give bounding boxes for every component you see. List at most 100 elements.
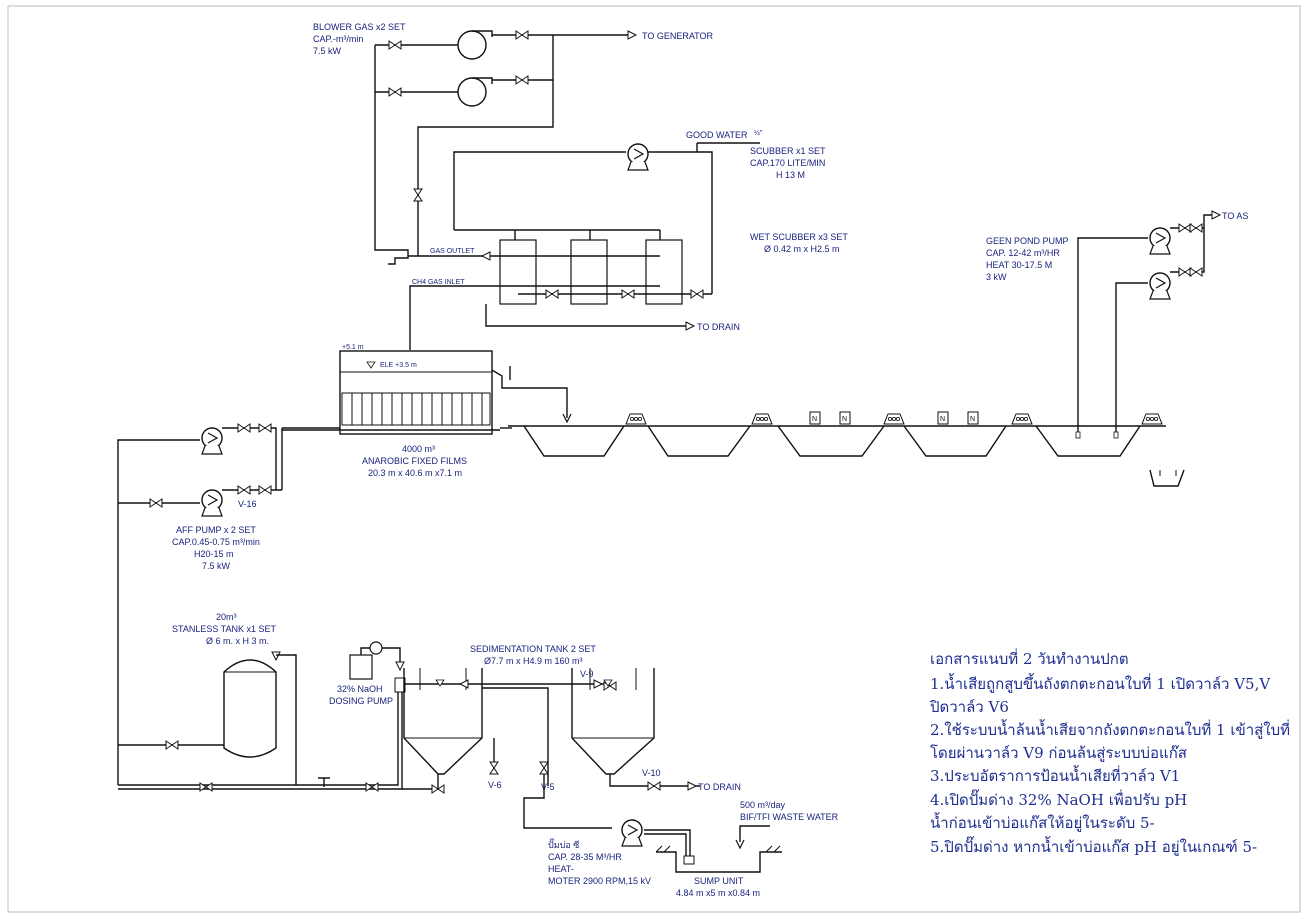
- valve-v10[interactable]: [647, 781, 661, 791]
- pond-mixer-2: N: [839, 411, 851, 425]
- notes-line-6: 4.เปิดปั๊มด่าง 32% NaOH เพื่อปรับ pH: [930, 789, 1187, 809]
- notes-line-7: น้ำก่อนเข้าบ่อแก๊สให้อยู่ในระดับ 5-: [930, 812, 1155, 832]
- green-pond-section: GEEN POND PUMP CAP. 12-42 m³/HR HEAT 30-…: [986, 210, 1248, 439]
- green-pond-valve-1a[interactable]: [1178, 223, 1192, 233]
- aff-pump-label-4: 7.5 kW: [202, 561, 231, 571]
- green-pond-label-2: CAP. 12-42 m³/HR: [986, 248, 1060, 258]
- anaerobic-tank: +5.1 m ELE +3.5 m 4000 m³ ANAROBIC FIXED…: [339, 344, 572, 478]
- blower-2: [457, 77, 493, 107]
- pond-mixer-3: N: [937, 411, 949, 425]
- blower-1-valve-inlet[interactable]: [388, 40, 402, 50]
- sedimentation-to-drain-label: TO DRAIN: [698, 782, 741, 792]
- sump-unit-label-1: SUMP UNIT: [694, 876, 744, 886]
- pond-aerator-icon-3: [883, 413, 905, 425]
- good-water-label: GOOD WATER: [686, 130, 748, 140]
- sump-pump-label-2: CAP. 28-35 M³/HR: [548, 852, 622, 862]
- scrubber-valve-3[interactable]: [690, 289, 704, 299]
- main-line-valve-2[interactable]: [365, 782, 379, 792]
- sedimentation-label-1: SEDIMENTATION TANK 2 SET: [470, 644, 596, 654]
- valve-v9-label: V-9: [580, 669, 594, 679]
- anaerobic-label-3: 20.3 m x 40.6 m x7.1 m: [368, 468, 462, 478]
- green-pond-valve-2a[interactable]: [1178, 267, 1192, 277]
- pond-mixer-4: N: [967, 411, 979, 425]
- to-generator-label: TO GENERATOR: [642, 31, 714, 41]
- gas-line-valve[interactable]: [413, 188, 423, 202]
- scrubber-valve-1[interactable]: [545, 289, 559, 299]
- green-pond-pump-1: [1149, 227, 1171, 255]
- sump-pump-label-1: ปั๊มบ่อ ซี: [548, 838, 579, 850]
- pond-aerator-icon-4: [1011, 413, 1033, 425]
- to-as-arrow-icon: [1211, 210, 1221, 220]
- scrubber-to-drain-label: TO DRAIN: [697, 322, 740, 332]
- pond-mixer-1-label: N: [812, 416, 817, 423]
- gas-outlet-label: GAS OUTLET: [430, 248, 475, 255]
- anaerobic-label-2: ANAROBIC FIXED FILMS: [362, 456, 467, 466]
- blower-2-valve-inlet[interactable]: [388, 87, 402, 97]
- valve-v6-label: V-6: [488, 780, 502, 790]
- blower-label-3: 7.5 kW: [313, 46, 342, 56]
- valve-v5[interactable]: [539, 761, 549, 775]
- waste-water-label-1: 500 m³/day: [740, 800, 786, 810]
- notes-title: เอกสารแนบที่ 2 วันทำงานปกต: [930, 648, 1129, 668]
- valve-v5-label: V-5: [541, 782, 555, 792]
- blower-section: BLOWER GAS x2 SET CAP.-m³/min 7.5 kW TO …: [313, 22, 714, 265]
- stainless-label-1: 20m³: [216, 612, 237, 622]
- anaerobic-top-level: +5.1 m: [342, 344, 364, 351]
- sedimentation-label-2: Ø7.7 m x H4.9 m 160 m³: [484, 656, 583, 666]
- aff-pump-1-valve-b[interactable]: [258, 423, 272, 433]
- sump-pump-label-3: HEAT-: [548, 864, 574, 874]
- notes-line-2: ปิดวาล์ว V6: [929, 698, 1009, 716]
- page-border: [7, 5, 1301, 913]
- anaerobic-label-1: 4000 m³: [402, 444, 435, 454]
- aff-pump-label-1: AFF PUMP x 2 SET: [176, 525, 256, 535]
- blower-label-1: BLOWER GAS x2 SET: [313, 22, 406, 32]
- valve-v16-label: V-16: [238, 499, 257, 509]
- blower-1-valve-outlet[interactable]: [515, 30, 529, 40]
- ch4-gas-inlet-label: CH4 GAS INLET: [412, 279, 465, 286]
- scrubber-valve-2[interactable]: [621, 289, 635, 299]
- blower-1: [457, 30, 493, 60]
- sump-unit: SUMP UNIT 4.84 m x5 m x0.84 m 500 m³/day…: [655, 800, 839, 898]
- stainless-label-3: Ø 6 m. x H 3 m.: [206, 636, 269, 646]
- aff-pump-2-inlet-valve[interactable]: [149, 498, 163, 508]
- aff-pump-1-valve-a[interactable]: [237, 423, 251, 433]
- notes-line-5: 3.ประบอัตราการป้อนน้ำเสียที่วาล์ว V1: [930, 765, 1180, 785]
- to-as-label: TO AS: [1222, 211, 1248, 221]
- scrubber-pump-label-3: H 13 M: [776, 170, 805, 180]
- aff-pump-label-3: H20-15 m: [194, 549, 234, 559]
- green-pond-label-3: HEAT 30-17.5 M: [986, 260, 1052, 270]
- sedimentation-drain-arrow-icon: [687, 781, 697, 791]
- main-line-valve-1[interactable]: [199, 782, 213, 792]
- aff-pump-label-2: CAP.0.45-0.75 m³/min: [172, 537, 260, 547]
- scrubber-pump-label-1: SCUBBER x1 SET: [750, 146, 826, 156]
- notes-line-8: 5.ปิดปั๊มด่าง หากน้ำเข้าบ่อแก๊ส pH อยู่ใ…: [930, 836, 1257, 856]
- stainless-tank: 20m³ STANLESS TANK x1 SET Ø 6 m. x H 3 m…: [118, 612, 297, 785]
- naoh-label-1: 32% NaOH: [337, 684, 383, 694]
- green-pond-valve-1b[interactable]: [1189, 223, 1203, 233]
- anaerobic-ele-level: ELE +3.5 m: [380, 362, 417, 369]
- blower-2-valve-outlet[interactable]: [515, 75, 529, 85]
- green-pond-valve-2b[interactable]: [1189, 267, 1203, 277]
- operation-notes: เอกสารแนบที่ 2 วันทำงานปกต 1.น้ำเสียถูกส…: [929, 648, 1290, 856]
- aff-pump-2-valve-a[interactable]: [237, 485, 251, 495]
- green-pond-label-1: GEEN POND PUMP: [986, 236, 1069, 246]
- pond-aerator-icon-2: [751, 413, 773, 425]
- aff-pump-1: [201, 427, 223, 455]
- stainless-valve[interactable]: [165, 740, 179, 750]
- scrubber-pump-label-2: CAP.170 LITE/MIN: [750, 158, 825, 168]
- sump-unit-label-2: 4.84 m x5 m x0.84 m: [676, 888, 760, 898]
- pond-mixer-2-label: N: [842, 416, 847, 423]
- pond-mixer-3-label: N: [940, 416, 945, 423]
- to-generator-arrow-icon: [627, 30, 637, 40]
- valve-v6[interactable]: [489, 761, 499, 775]
- pond-mixer-1: N: [809, 411, 821, 425]
- aff-pump-2-valve-b[interactable]: [258, 485, 272, 495]
- naoh-label-2: DOSING PUMP: [329, 696, 393, 706]
- sump-pump-section: ปั๊มบ่อ ซี CAP. 28-35 M³/HR HEAT- MOTER …: [548, 819, 695, 886]
- pond-system: N N N N: [508, 411, 1185, 487]
- sedimentation-section: SEDIMENTATION TANK 2 SET Ø7.7 m x H4.9 m…: [403, 644, 741, 829]
- notes-line-1: 1.น้ำเสียถูกสูบขึ้นถังตกตะกอนใบที่ 1 เปิ…: [930, 673, 1271, 693]
- naoh-dosing: 32% NaOH DOSING PUMP: [329, 641, 406, 706]
- good-water-size: ½": [754, 129, 763, 137]
